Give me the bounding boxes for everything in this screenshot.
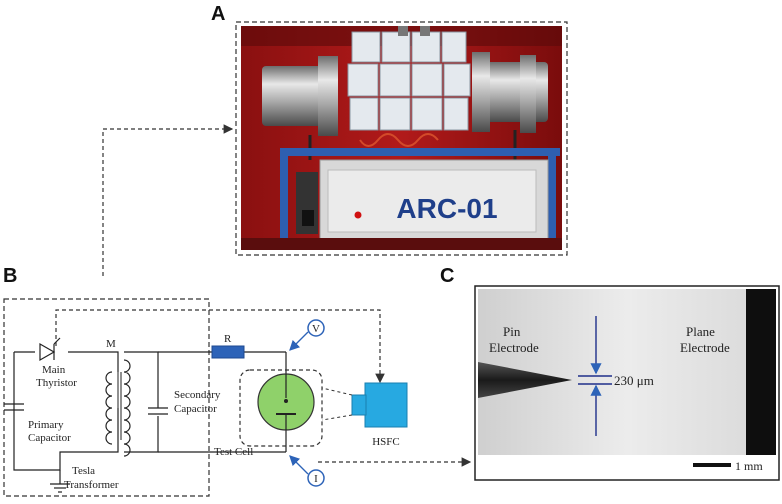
label-primary-capacitor: Capacitor bbox=[28, 432, 71, 444]
hsfc-camera-icon bbox=[351, 382, 408, 428]
label-tesla: Tesla bbox=[72, 465, 95, 477]
label-resistor: R bbox=[224, 333, 232, 345]
camera-view-lines bbox=[321, 387, 353, 421]
pin-tip bbox=[284, 399, 288, 403]
label-hsfc: HSFC bbox=[372, 436, 400, 448]
label-test-cell: Test Cell bbox=[214, 446, 253, 458]
label-plane: Plane bbox=[686, 324, 715, 339]
primary-coil bbox=[105, 371, 113, 445]
gap-indicator bbox=[578, 316, 612, 436]
label-secondary-capacitor: Capacitor bbox=[174, 403, 217, 415]
thyristor-symbol bbox=[39, 337, 61, 362]
panel-b-letter: B bbox=[3, 265, 17, 287]
label-thyristor: Thyristor bbox=[36, 377, 77, 389]
trigger-line bbox=[55, 309, 385, 384]
label-primary: Primary bbox=[28, 419, 64, 431]
label-mutual: M bbox=[106, 338, 116, 350]
label-main: Main bbox=[42, 364, 66, 376]
label-current: I bbox=[314, 473, 318, 485]
scale-bar bbox=[693, 463, 731, 467]
panel-a-letter: A bbox=[211, 3, 225, 25]
panel-a-frame bbox=[235, 21, 568, 256]
voltage-probe-icon bbox=[307, 319, 325, 337]
test-cell-frame bbox=[239, 369, 323, 447]
current-probe-icon bbox=[307, 469, 325, 487]
label-secondary: Secondary bbox=[174, 389, 221, 401]
label-pin: Pin bbox=[503, 324, 521, 339]
machine-label: ARC-01 bbox=[396, 193, 497, 224]
tesla-frame bbox=[3, 298, 210, 497]
label-voltage: V bbox=[312, 323, 320, 335]
current-probe-arrow bbox=[289, 455, 309, 475]
label-pin-electrode: Electrode bbox=[489, 340, 539, 355]
panel-c-micrograph bbox=[478, 289, 776, 477]
label-plane-electrode: Electrode bbox=[680, 340, 730, 355]
panel-a-photo: ARC-01 bbox=[241, 26, 562, 250]
resistor-symbol bbox=[211, 345, 245, 359]
scale-bar-label: 1 mm bbox=[735, 459, 763, 473]
voltage-probe-arrow bbox=[289, 331, 309, 351]
label-transformer: Transformer bbox=[64, 479, 119, 491]
connector-b-to-a bbox=[102, 124, 234, 276]
secondary-coil bbox=[123, 359, 131, 457]
label-gap: 230 μm bbox=[614, 373, 654, 388]
panel-c-letter: C bbox=[440, 265, 454, 287]
